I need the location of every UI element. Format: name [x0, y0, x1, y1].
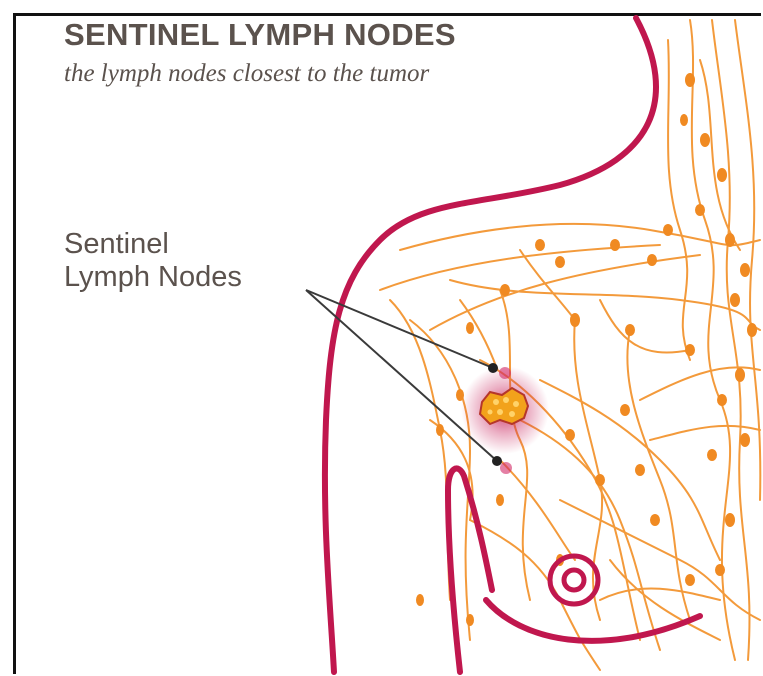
- body-outline: [325, 18, 700, 672]
- diagram-subtitle: the lymph nodes closest to the tumor: [64, 60, 429, 88]
- diagram-title: SENTINEL LYMPH NODES: [64, 17, 456, 53]
- pointer-dot-lower: [492, 456, 502, 466]
- callout-line-2: Lymph Nodes: [64, 261, 324, 294]
- breast-outline: [486, 600, 700, 641]
- lymph-nodes: [416, 73, 757, 626]
- arm-inner-outline: [448, 468, 492, 672]
- nipple-icon: [550, 556, 598, 604]
- pointer-dot-upper: [488, 363, 498, 373]
- callout-pointers: [306, 290, 497, 461]
- callout-line-1: Sentinel: [64, 228, 324, 261]
- sentinel-callout-label: Sentinel Lymph Nodes: [64, 228, 324, 294]
